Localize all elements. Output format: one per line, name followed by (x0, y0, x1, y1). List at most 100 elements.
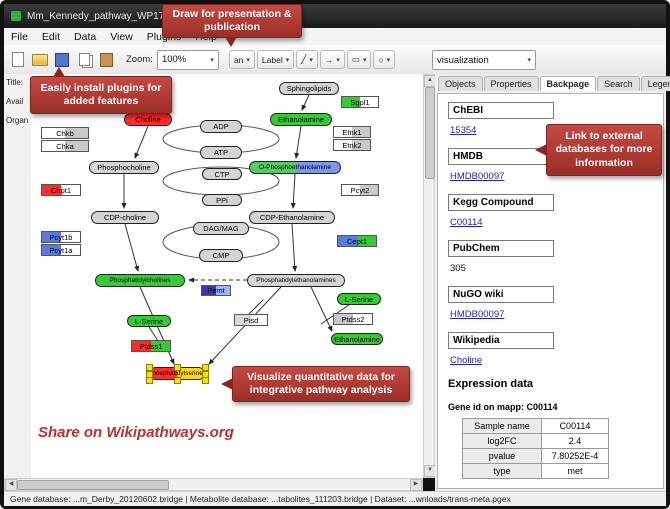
gene-node-chkb[interactable]: Chkb (41, 127, 89, 139)
vertical-scroll-thumb[interactable] (425, 87, 435, 179)
wikipedia-value[interactable]: Choline (450, 355, 483, 366)
gene-node-etnk2[interactable]: Etnk2 (333, 139, 371, 151)
metabolite-node-l-serine[interactable]: L-Serine (127, 315, 171, 327)
vertical-scrollbar[interactable]: ▲ ▼ (423, 74, 436, 478)
menu-item-file[interactable]: File (11, 30, 28, 43)
tab-properties[interactable]: Properties (483, 76, 539, 91)
scroll-right-icon[interactable]: ▶ (410, 479, 422, 491)
metabolite-node-cmp[interactable]: CMP (199, 249, 243, 262)
chebi-section-header: ChEBI (448, 102, 554, 119)
gene-node-etnk1[interactable]: Etnk1 (333, 126, 371, 138)
gene-node-pcyt2[interactable]: Pcyt2 (341, 184, 379, 196)
metabolite-node-ctp[interactable]: CTP (202, 168, 242, 180)
copy-button[interactable] (74, 50, 94, 70)
metabolite-node-choline[interactable]: Choline (124, 113, 172, 126)
gene-node-chpt1[interactable]: Chpt1 (41, 184, 81, 196)
title-bar[interactable]: Mm_Kennedy_pathway_WP1771_45176.gpml (4, 4, 666, 28)
gene-node-cept1[interactable]: Cept1 (337, 235, 377, 247)
gene-node-pcyt1a[interactable]: Pcyt1a (41, 244, 81, 256)
kegg-compound-value[interactable]: C00114 (450, 217, 483, 228)
nugo-wiki-section-header: NuGO wiki (448, 286, 554, 303)
gene-node-pisd[interactable]: Pisd (234, 314, 268, 326)
selection-handle[interactable] (146, 377, 153, 384)
visualization-combobox[interactable]: visualization ▾ (432, 50, 536, 70)
paste-button[interactable] (96, 50, 116, 70)
chebi-value[interactable]: 15354 (450, 125, 477, 136)
gene-node-sgpl1[interactable]: Sgpl1 (341, 96, 379, 108)
callout-install-plugins: Easily install plugins for added feature… (30, 67, 172, 114)
callout-text: Draw for presentation & publication (172, 7, 292, 33)
info-field-label: Avail (6, 97, 24, 106)
zoom-combobox[interactable]: 100% ▾ (156, 49, 219, 70)
save-button[interactable] (52, 50, 72, 70)
selection-handle[interactable] (174, 364, 181, 371)
gene-node-pemt[interactable]: Pemt (201, 285, 231, 296)
open-folder-icon (32, 53, 48, 66)
metabolite-node-cdp-choline[interactable]: CDP-choline (91, 211, 159, 224)
metabolite-node-phosphatidylethanolamines[interactable]: Phosphatidylethanolamines (247, 274, 345, 287)
datanode-tool[interactable]: an▾ (228, 50, 255, 69)
metabolite-node-ppi[interactable]: PPi (202, 194, 242, 206)
label-tool[interactable]: Label▾ (256, 50, 295, 69)
line-tool[interactable]: ╱▾ (296, 50, 318, 69)
metabolite-node-phosphocholine[interactable]: Phosphocholine (89, 161, 159, 174)
menu-item-view[interactable]: View (110, 30, 133, 43)
tab-objects[interactable]: Objects (438, 76, 483, 91)
gene-node-chka[interactable]: Chka (41, 140, 89, 152)
horizontal-scrollbar[interactable]: ◀ ▶ (4, 478, 423, 491)
callout-pointer (221, 378, 233, 390)
gene-node-pcyt1b[interactable]: Pcyt1b (41, 231, 81, 243)
callout-pointer (225, 37, 237, 47)
info-field-label: Title: (6, 78, 24, 87)
metabolite-node-sphingolipids[interactable]: Sphingolipids (279, 82, 339, 95)
rect-tool[interactable]: ▭▾ (346, 50, 372, 69)
metabolite-node-l-serine[interactable]: L-Serine (337, 293, 381, 305)
callout-text: Visualize quantitative data for integrat… (246, 370, 395, 396)
metabolite-node-ethanolamine[interactable]: Ethanolamine (270, 113, 332, 126)
callout-external-databases: Link to external databases for more info… (535, 124, 662, 176)
chevron-down-icon: ▾ (386, 56, 391, 64)
tab-search[interactable]: Search (597, 76, 640, 91)
metabolite-node-phosphatidylcholines[interactable]: Phosphatidylcholines (95, 274, 185, 287)
open-folder-button[interactable] (30, 50, 50, 70)
callout-draw-presentation: Draw for presentation & publication (162, 4, 302, 47)
callout-text: Link to external databases for more info… (555, 130, 653, 169)
app-icon (11, 11, 21, 21)
arrow-tool-label: → (324, 54, 334, 65)
oval-tool[interactable]: ○▾ (373, 50, 396, 69)
metabolite-node-adp[interactable]: ADP (200, 120, 242, 133)
scroll-left-icon[interactable]: ◀ (5, 479, 17, 491)
wikipedia-section-header: Wikipedia (448, 332, 554, 349)
status-bar: Gene database: ...m_Derby_20120602.bridg… (4, 491, 666, 506)
share-wikipathways-note: Share on Wikipathways.org (38, 424, 234, 441)
metabolite-node-ethanolamine[interactable]: Ethanolamine (331, 333, 383, 345)
menu-item-data[interactable]: Data (74, 30, 97, 43)
metabolite-node-cdp-ethanolamine[interactable]: CDP-Ethanolamine (249, 211, 335, 224)
metabolite-node-o-phosphoethanolamine[interactable]: O-Phosphoethanolamine (249, 161, 341, 174)
new-file-button[interactable] (8, 50, 28, 70)
tab-legend[interactable]: Legend (640, 76, 670, 91)
selection-handle[interactable] (174, 377, 181, 384)
metabolite-node-atp[interactable]: ATP (200, 146, 242, 159)
metabolite-node-dag-mag[interactable]: DAG/MAG (193, 222, 249, 235)
line-tool-label: ╱ (301, 54, 307, 64)
tab-backpage[interactable]: Backpage (539, 76, 597, 91)
horizontal-scroll-thumb[interactable] (17, 480, 169, 490)
gene-id-line: Gene id on mapp: C00114 (448, 402, 558, 412)
datanode-tool-label: an (233, 54, 244, 65)
nugo-wiki-value[interactable]: HMDB00097 (450, 309, 505, 320)
hmdb-value[interactable]: HMDB00097 (450, 171, 505, 182)
rect-tool-label: ▭ (351, 54, 360, 64)
gene-node-ptdss1[interactable]: Ptdss1 (131, 340, 171, 352)
selection-handle[interactable] (202, 377, 209, 384)
menu-item-edit[interactable]: Edit (41, 30, 61, 43)
gene-node-ptdss2[interactable]: Ptdss2 (333, 313, 373, 325)
arrow-tool[interactable]: →▾ (319, 50, 345, 69)
zoom-value: 100% (161, 54, 187, 65)
